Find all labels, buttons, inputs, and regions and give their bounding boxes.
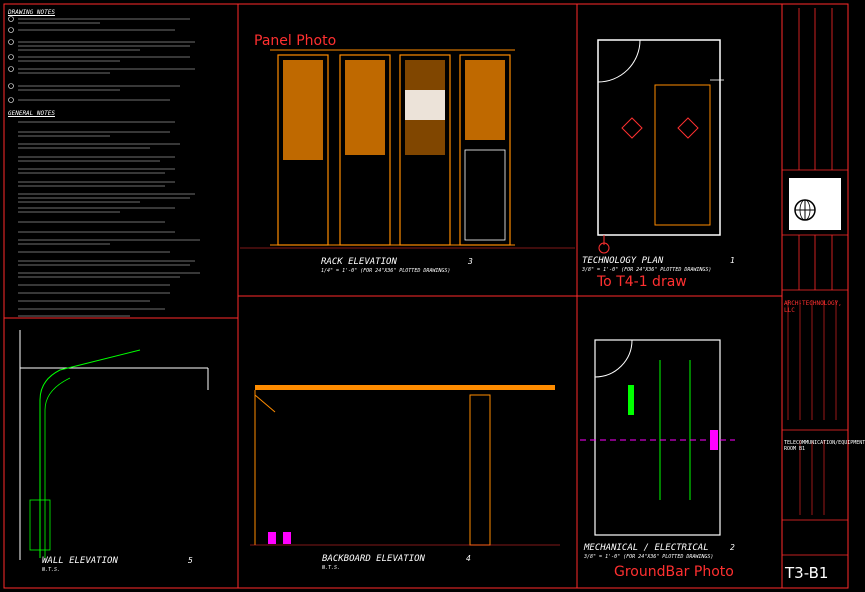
backboard-elevation-number: 4 xyxy=(466,554,471,563)
mechanical-electrical-number: 2 xyxy=(730,543,735,552)
bicsi-logo xyxy=(789,178,841,230)
title-block-lines xyxy=(787,300,837,515)
technology-plan-number: 1 xyxy=(730,256,735,265)
rack-elevation-drawing xyxy=(240,49,575,249)
sheet-number: T3-B1 xyxy=(785,564,829,582)
mechanical-electrical-title: MECHANICAL / ELECTRICAL xyxy=(584,543,709,553)
panel-photo-link[interactable]: Panel Photo xyxy=(254,33,337,49)
rack-elevation-scale: 1/4" = 1'-0" (FOR 24"X36" PLOTTED DRAWIN… xyxy=(321,268,451,274)
backboard-elevation-scale: N.T.S. xyxy=(322,565,341,571)
technology-plan-scale: 3/8" = 1'-0" (FOR 24"X36" PLOTTED DRAWIN… xyxy=(582,267,712,273)
rack-elevation-title: RACK ELEVATION xyxy=(321,257,397,267)
wall-elevation-number: 5 xyxy=(188,556,193,565)
notes-text-lines xyxy=(18,18,200,317)
groundbar-photo-link[interactable]: GroundBar Photo xyxy=(614,564,734,580)
wall-elevation-title: WALL ELEVATION xyxy=(42,556,118,566)
company-name: ARCH-TECHNOLOGY, LLC xyxy=(784,300,842,314)
mechanical-electrical-scale: 3/8" = 1'-0" (FOR 24"X36" PLOTTED DRAWIN… xyxy=(584,554,714,560)
to-t4-draw-link[interactable]: To T4-1 draw xyxy=(597,274,687,290)
sheet-border xyxy=(3,3,849,589)
technology-plan-title: TECHNOLOGY PLAN xyxy=(582,256,664,266)
general-notes-heading: GENERAL NOTES xyxy=(8,110,55,117)
mechanical-electrical-drawing xyxy=(580,339,735,536)
rack-elevation-number: 3 xyxy=(468,257,473,266)
wall-elevation-scale: N.T.S. xyxy=(42,567,61,573)
sheet-title: TELECOMMUNICATION/EQUIPMENT ROOM B1 xyxy=(784,440,865,452)
title-block xyxy=(782,8,848,556)
notes-bullets xyxy=(8,16,14,103)
wall-elevation-drawing xyxy=(19,330,209,560)
drawing-notes-heading: DRAWING NOTES xyxy=(8,9,55,16)
backboard-elevation-title: BACKBOARD ELEVATION xyxy=(322,554,425,564)
technology-plan-drawing xyxy=(597,39,724,254)
backboard-elevation-drawing xyxy=(250,385,560,546)
